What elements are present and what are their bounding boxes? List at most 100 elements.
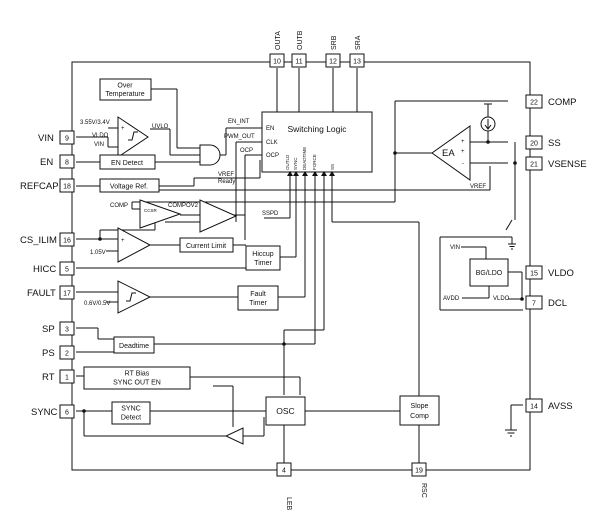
pin-outa: 10 OUTA <box>269 31 285 68</box>
sl-input-5-label: SS <box>330 164 335 170</box>
sl-input-2-label: SYNC <box>293 157 298 170</box>
pin-avss: 14 AVSS <box>525 398 573 413</box>
deadtime-label: Deadtime <box>119 343 149 350</box>
pin-sync-number: 6 <box>65 410 69 417</box>
pin-dcl: 7 DCL <box>525 295 567 310</box>
osc-block <box>265 396 306 426</box>
pin-csilim: 16 CS_ILIM <box>20 232 75 247</box>
over-temperature-block <box>99 78 152 101</box>
sspd-label: SSPD <box>262 211 279 217</box>
sl-clk-label: CLK <box>266 140 278 146</box>
comp-signal-label: COMP <box>110 203 128 209</box>
ea-label: EA <box>442 148 455 159</box>
fault-timer-block <box>237 285 279 311</box>
fault-threshold-label: 0.6V/0.5V <box>84 301 110 307</box>
pin-rsc-name: RSC <box>420 483 427 498</box>
pin-refcap: 18 REFCAP <box>20 178 75 193</box>
ldo-vin-label: VIN <box>450 245 460 251</box>
pin-fault: 17 FAULT <box>27 285 75 300</box>
pin-srb-number: 12 <box>329 59 337 66</box>
voltage-ref-label: Voltage Ref. <box>110 184 148 191</box>
pin-vin-number: 9 <box>65 136 69 143</box>
uvlo-plus: + <box>121 126 125 132</box>
sync-detect-label-2: Detect <box>121 415 141 422</box>
sync-out-buffer <box>224 427 244 445</box>
en-int-label: EN_INT <box>228 119 250 125</box>
uvlo-label: UVLO <box>152 124 169 130</box>
pin-vldo-name: VLDO <box>548 268 574 279</box>
vldo-input-label: VLDO <box>92 133 109 139</box>
pin-hicc-number: 5 <box>65 267 69 274</box>
bg-ldo-label: BG/LDO <box>476 270 503 277</box>
uvlo-threshold-label: 3.55V/3.4V <box>80 120 110 126</box>
pin-rt-number: 1 <box>65 375 69 382</box>
pin-outa-number: 10 <box>273 59 281 66</box>
sl-input-4-label: FORCE <box>312 154 317 170</box>
pin-csilim-number: 16 <box>63 238 71 245</box>
pin-sp-name: SP <box>42 324 55 335</box>
pin-dcl-number: 7 <box>532 301 536 308</box>
ilim-plus: + <box>121 238 125 244</box>
en-detect-label: EN Detect <box>111 160 143 167</box>
pin-refcap-name: REFCAP <box>20 181 59 192</box>
pin-outb-number: 11 <box>295 59 302 66</box>
fault-timer-label-2: Timer <box>249 300 267 307</box>
ccsr-label: CCSR <box>144 208 158 213</box>
pin-en-name: EN <box>40 157 53 168</box>
pin-leb: 4 LEB <box>276 462 292 511</box>
vldo-out-label: VLDO <box>493 296 510 302</box>
pin-fault-number: 17 <box>63 291 71 298</box>
sync-detect-block <box>111 401 151 425</box>
pin-vldo: 15 VLDO <box>525 265 574 280</box>
pin-vin-name: VIN <box>38 133 54 144</box>
pin-srb-name: SRB <box>331 35 338 50</box>
pin-sync: 6 SYNC <box>31 404 75 419</box>
current-limit-comparator <box>117 227 152 263</box>
hiccup-label-2: Timer <box>254 260 272 267</box>
pin-sra-name: SRA <box>355 35 362 50</box>
fault-hysteresis-icon <box>126 292 136 302</box>
pin-hicc: 5 HICC <box>33 261 75 276</box>
compov2-label: COMPOV2 <box>168 203 199 209</box>
pin-dcl-name: DCL <box>548 298 567 309</box>
error-amplifier <box>431 125 471 181</box>
fault-timer-label-1: Fault <box>250 291 266 298</box>
pin-ps-name: PS <box>42 348 55 359</box>
pin-rt: 1 RT <box>42 369 75 384</box>
pin-sra: 13 SRA <box>349 35 365 68</box>
and-gate <box>199 144 221 166</box>
pin-ps: 2 PS <box>42 345 75 360</box>
pin-rsc-number: 19 <box>415 468 423 475</box>
junction-dots <box>82 140 524 413</box>
pin-vsense: 21 VSENSE <box>525 156 587 171</box>
bg-ldo-block <box>469 258 509 287</box>
pwm-out-label: PWM_OUT <box>224 134 255 140</box>
current-limit-label: Current Limit <box>186 243 226 250</box>
pin-hicc-name: HICC <box>33 264 56 275</box>
pin-comp: 22 COMP <box>525 94 577 109</box>
fault-comparator <box>117 280 152 314</box>
voltage-ref-block <box>99 178 160 193</box>
slope-comp-label-1: Slope <box>411 403 429 410</box>
rt-bias-label-1: RT Bias <box>125 371 150 378</box>
sl-en-label: EN <box>266 126 274 132</box>
ilim-threshold-label: 1.05V <box>90 250 106 256</box>
ccsr-comparator <box>139 199 182 229</box>
over-temp-label-2: Temperature <box>105 91 144 98</box>
ea-plus-1: + <box>461 139 465 145</box>
rt-bias-label-2: SYNC OUT EN <box>113 380 161 387</box>
deadtime-block <box>113 336 155 354</box>
vin-input-label: VIN <box>94 142 104 148</box>
slope-comp-block <box>399 395 440 426</box>
ocp-label: OCP <box>240 148 253 154</box>
input-arrowheads <box>287 171 335 176</box>
pin-ps-number: 2 <box>65 351 69 358</box>
sync-detect-label-1: SYNC <box>121 406 140 413</box>
compov2-comparator <box>199 199 238 233</box>
pin-outa-name: OUTA <box>275 31 282 50</box>
pin-refcap-number: 18 <box>63 184 71 191</box>
hiccup-label-1: Hiccup <box>252 251 274 258</box>
wiring <box>76 68 523 463</box>
vref-ready-label-2: Ready <box>218 179 235 185</box>
pin-outb-name: OUTB <box>297 30 304 50</box>
